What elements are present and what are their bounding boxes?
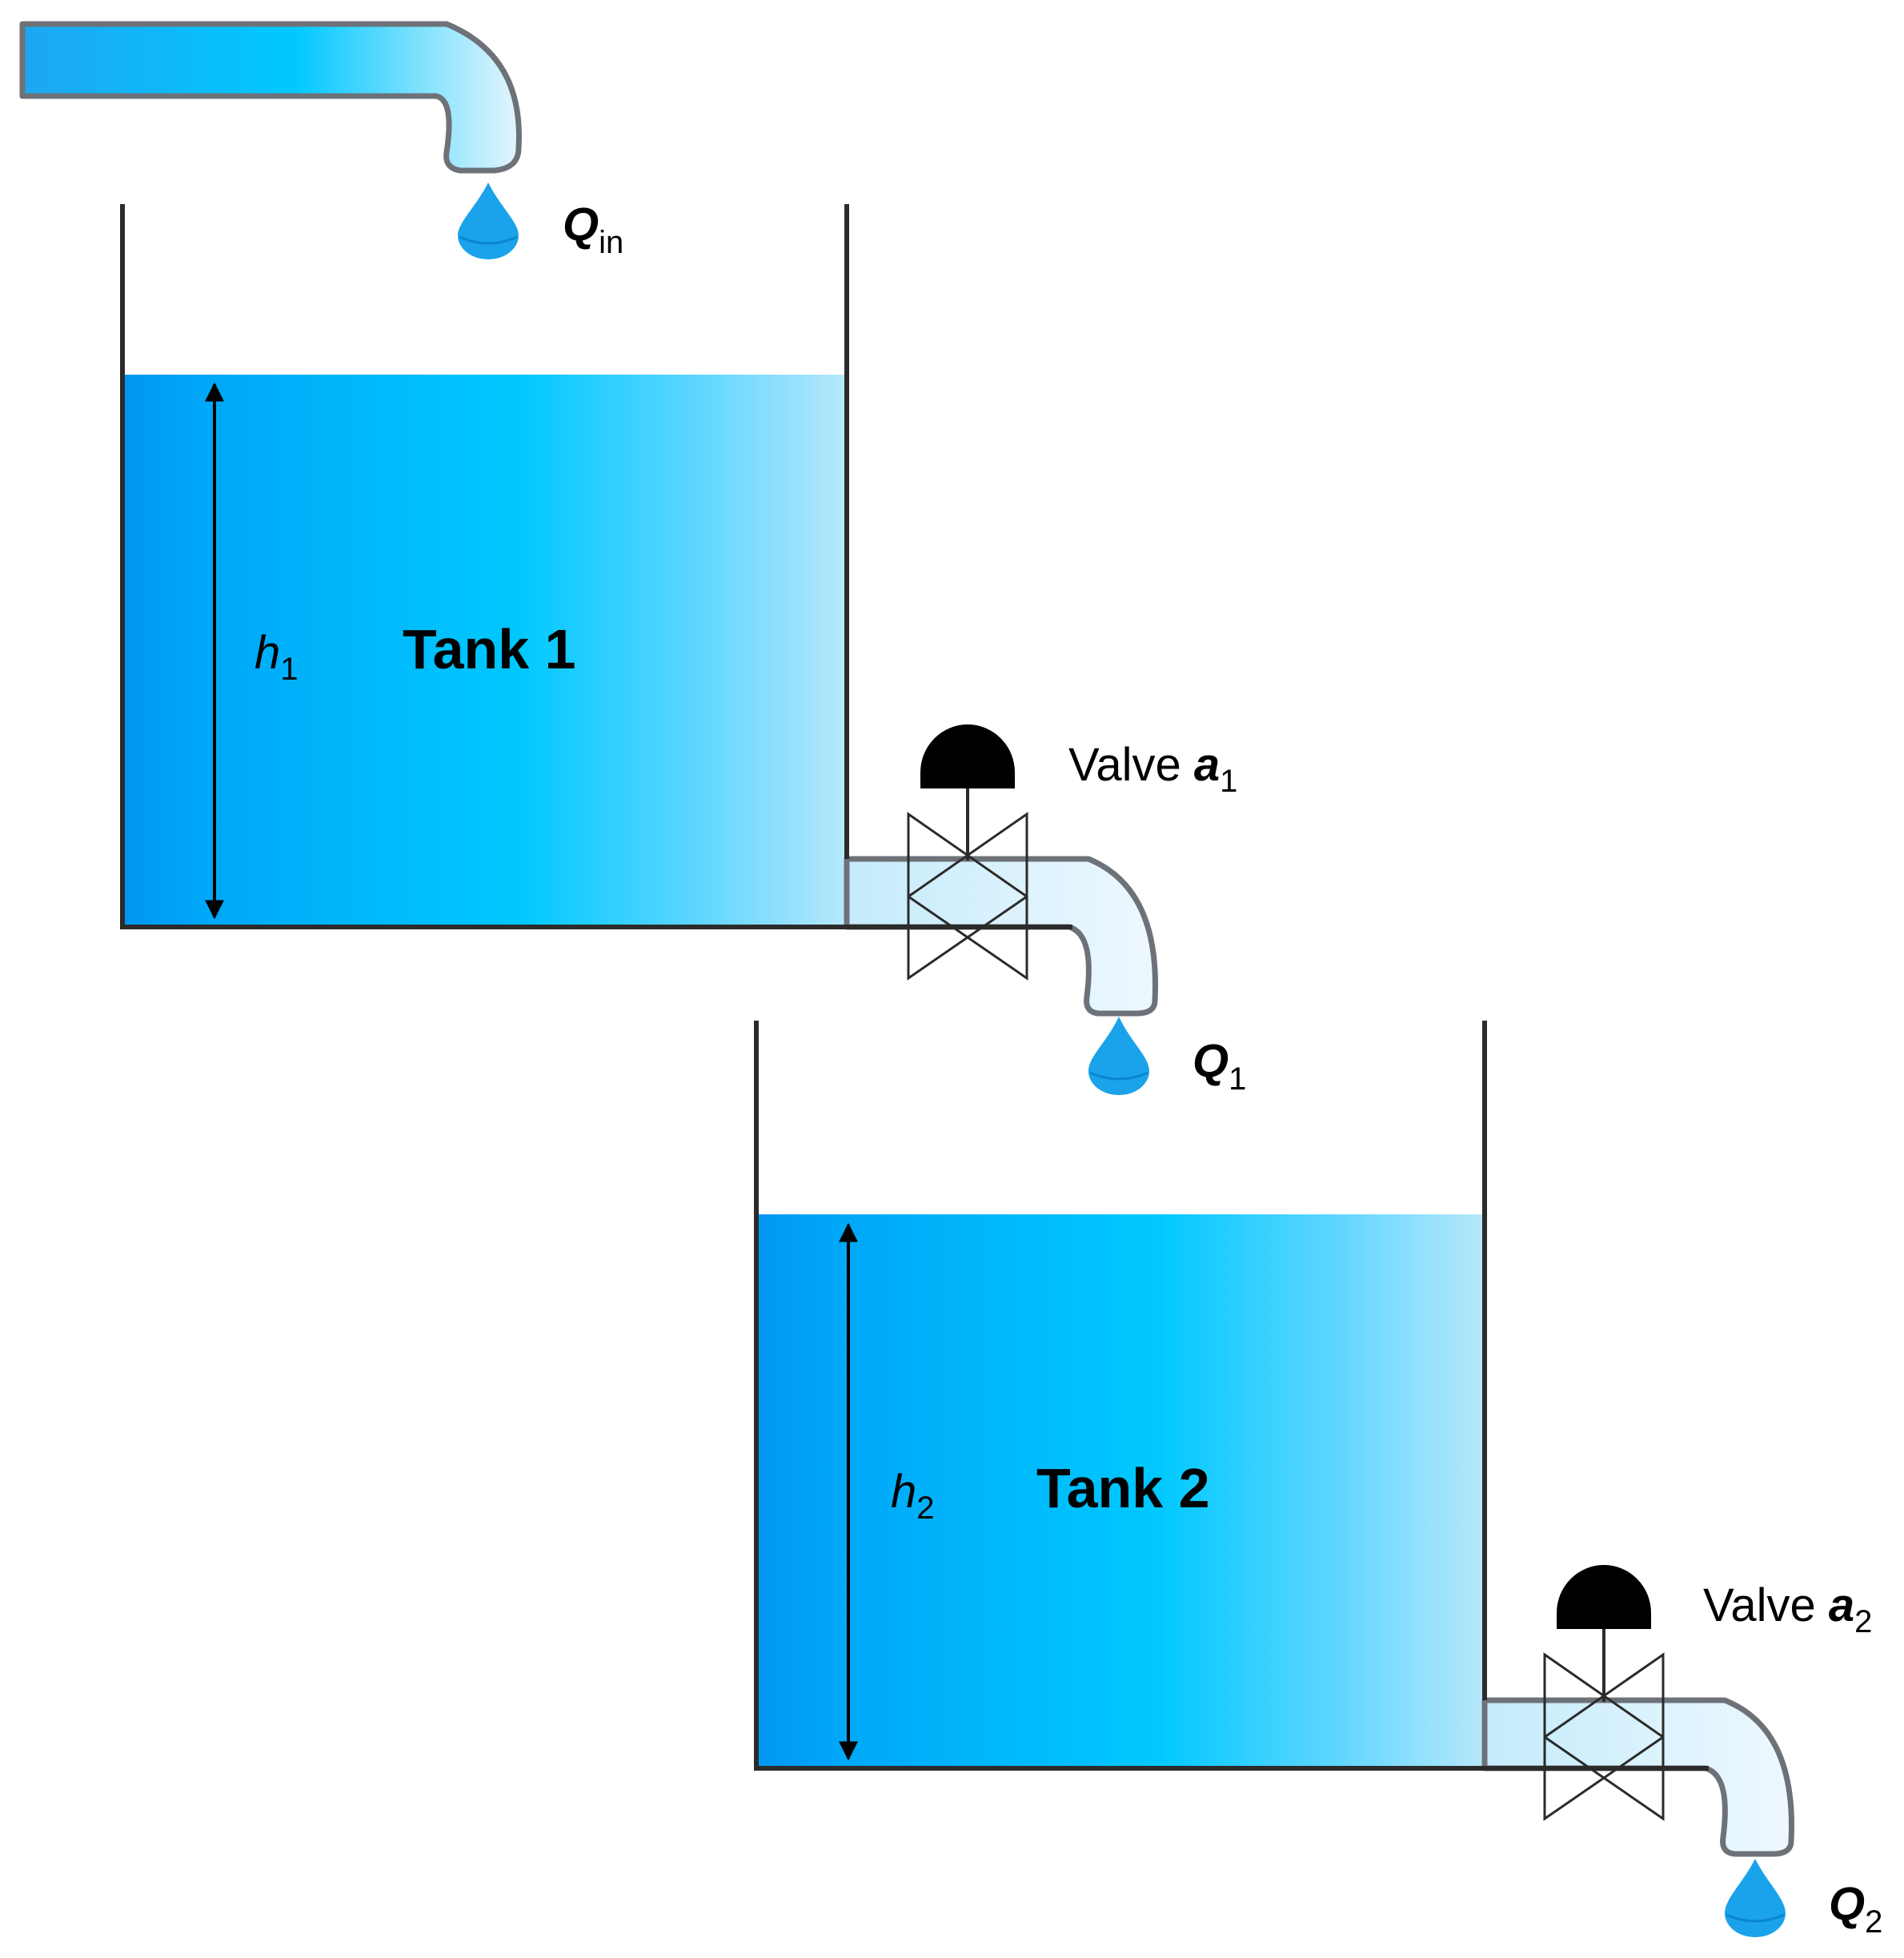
q2-label: Q2: [1829, 1878, 1882, 1940]
tank-2-walls: [754, 1021, 1709, 1771]
valve-2-label: Valve a2: [1703, 1579, 1872, 1639]
tank-1-water: [122, 375, 847, 927]
tank-2: h2 Tank 2: [754, 1021, 1795, 1857]
valve-1: Valve a1: [907, 724, 1237, 981]
inlet-pipe: [19, 21, 522, 174]
valve-1-body: [907, 812, 1028, 981]
tank-1-walls: [120, 204, 1072, 929]
tank-2-water: [756, 1214, 1485, 1768]
valve-2: Valve a2: [1543, 1565, 1872, 1821]
tank-2-outlet-pipe: [1481, 1697, 1795, 1857]
inflow-label: Qin: [563, 199, 623, 260]
tank-2-title: Tank 2: [1036, 1457, 1210, 1519]
tank-1-title: Tank 1: [403, 618, 576, 680]
tank-1-level-label: h1: [255, 627, 299, 687]
q1-label: Q1: [1193, 1035, 1246, 1097]
valve-2-body: [1543, 1652, 1665, 1821]
q1-droplet: [1088, 1017, 1149, 1095]
inflow-droplet: [458, 183, 519, 259]
valve-1-actuator: [920, 724, 1015, 788]
tank-1-outlet-pipe: [844, 856, 1159, 1017]
valve-1-label: Valve a1: [1068, 739, 1237, 799]
tank-2-level-label: h2: [891, 1466, 935, 1526]
q2-droplet: [1725, 1859, 1786, 1937]
valve-2-actuator: [1557, 1565, 1651, 1629]
tank-1: h1 Tank 1: [120, 204, 1159, 1017]
